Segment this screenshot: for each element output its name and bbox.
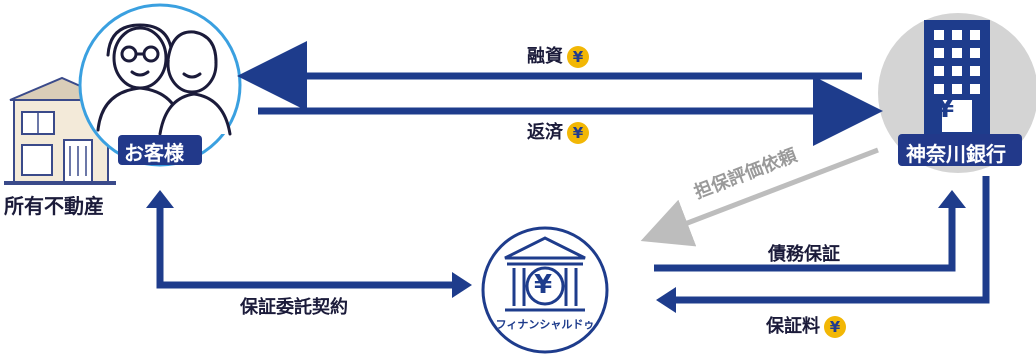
bank-building-icon <box>924 20 990 142</box>
guarantee-fee-label-group: 保証料¥ <box>766 312 846 338</box>
bank-yen-icon: ¥ <box>936 94 955 124</box>
debt-guarantee-label: 債務保証 <box>768 244 840 265</box>
bank-label: 神奈川銀行 <box>906 142 1006 166</box>
bank-label-bar <box>898 134 1022 166</box>
yen-coin-icon: ¥ <box>824 316 846 338</box>
loan-label: 融資 <box>527 46 563 67</box>
guarantee-fee-line <box>676 176 990 304</box>
property-label: 所有不動産 <box>4 194 104 218</box>
loan-label-group: 融資¥ <box>527 42 589 68</box>
repayment-label-group: 返済¥ <box>527 118 589 144</box>
guarantor-label: フィナンシャルドゥ <box>495 318 595 331</box>
guarantor-yen-icon: ¥ <box>534 270 553 300</box>
repayment-label: 返済 <box>527 122 563 143</box>
yen-coin-icon: ¥ <box>567 122 589 144</box>
guarantee-contract-label: 保証委託契約 <box>240 297 348 318</box>
customer-label: お客様 <box>124 141 184 165</box>
guarantee-contract-line <box>156 208 452 289</box>
debt-guarantee-line <box>654 208 956 272</box>
yen-coin-icon: ¥ <box>567 46 589 68</box>
guarantee-contract-arrowhead-up <box>146 190 174 208</box>
bank-pillars-icon <box>504 236 586 312</box>
collateral-request-arrow <box>640 147 879 247</box>
guarantee-contract-arrowhead-right <box>452 272 472 298</box>
debt-guarantee-arrowhead <box>938 190 966 208</box>
customers-icon <box>96 23 232 136</box>
guarantee-fee-arrowhead <box>656 287 676 313</box>
guarantee-fee-label: 保証料 <box>766 316 820 337</box>
customer-label-bar <box>118 135 202 165</box>
